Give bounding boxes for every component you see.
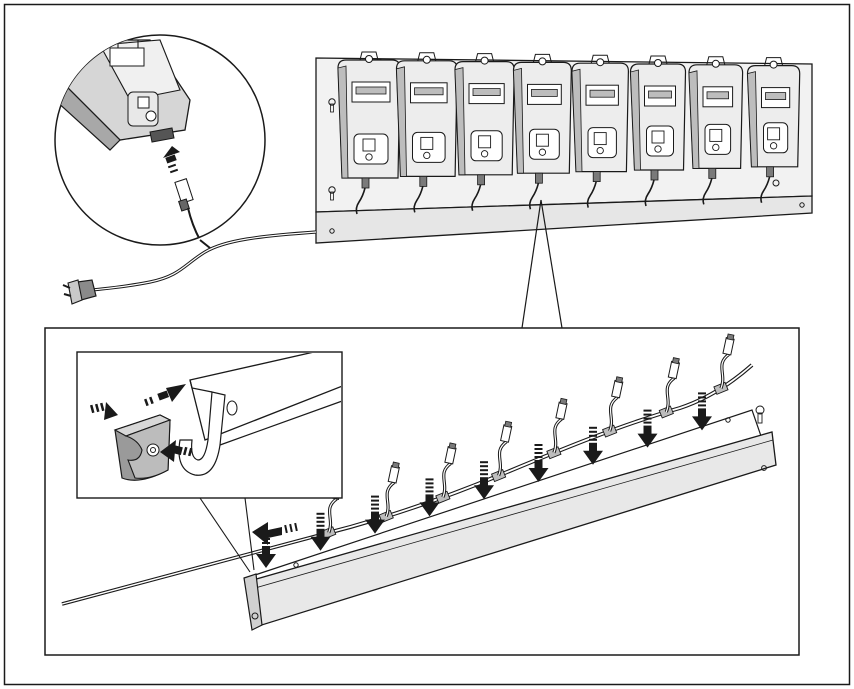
arrow-icon — [160, 440, 193, 462]
cable-connector — [435, 442, 457, 504]
circle-detail — [54, 34, 266, 246]
cable-connector — [658, 357, 681, 419]
cable-connector — [490, 420, 513, 483]
cable-connector — [378, 461, 400, 523]
charger-slot — [395, 52, 458, 213]
charger-rack — [315, 51, 813, 244]
charger-slot — [746, 57, 801, 204]
cable-connector — [713, 333, 735, 395]
charger-slot — [688, 56, 744, 205]
insert-arrow-icon — [163, 146, 180, 174]
zoom-leader — [521, 199, 563, 329]
mains-plug-icon — [62, 279, 97, 305]
charger-slot — [629, 55, 687, 207]
arrow-icon — [144, 384, 186, 407]
clip-inset — [76, 351, 343, 499]
zoom-detail-box — [44, 327, 800, 656]
charger-slot — [512, 53, 572, 210]
keyhole-slot-icon — [328, 186, 336, 201]
pull-arrow-icon — [252, 522, 298, 545]
cable-connector — [546, 397, 568, 460]
arrow-icon — [89, 402, 118, 420]
charger-slot — [454, 53, 515, 212]
keyhole-slot-icon — [772, 179, 780, 187]
charger-slot — [571, 54, 630, 208]
keyhole-slot-icon — [755, 405, 765, 424]
power-cable — [62, 230, 317, 305]
cable-connector — [601, 376, 624, 438]
keyhole-slot-icon — [328, 98, 336, 113]
charger-slot — [337, 51, 401, 215]
